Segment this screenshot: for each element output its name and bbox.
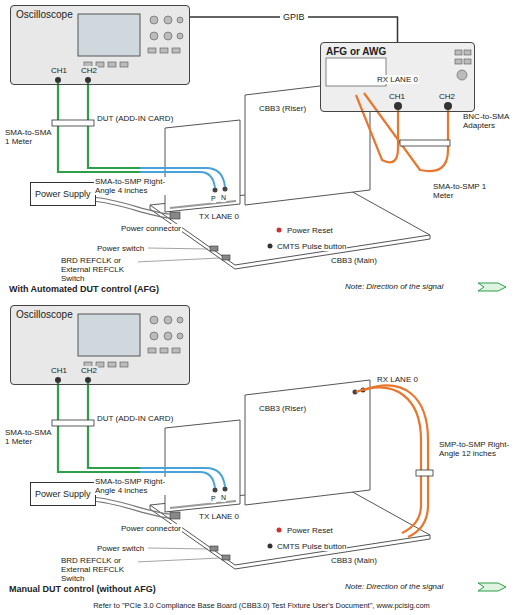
- part-label: CBB3 (Main): [330, 256, 378, 265]
- part-label: TX LANE 0: [198, 212, 240, 221]
- part-label: SMA-to-SMA 1 Meter: [4, 128, 56, 146]
- part-label: SMA-to-SMP 1 Meter: [432, 182, 506, 200]
- part-label: BRD REFCLK or External REFCLK Switch: [60, 556, 138, 583]
- node-text: Oscilloscope: [16, 309, 184, 320]
- part-label: CMTS Pulse button: [276, 242, 347, 251]
- note-text: Note: Direction of the signal: [344, 582, 444, 591]
- afg-buttons: [455, 50, 471, 80]
- part-label: CBB3 (Riser): [258, 404, 307, 413]
- part-label: BNC-to-SMA Adapters: [462, 112, 520, 130]
- part-label: RX LANE 0: [376, 75, 419, 84]
- power-supply-box: Power Supply: [30, 482, 96, 506]
- caption: Refer to "PCIe 3.0 Compliance Base Board…: [4, 601, 519, 610]
- panel-title: Manual DUT control (without AFG): [8, 584, 157, 594]
- part-label: Power Reset: [286, 526, 334, 535]
- part-label: SMA-to-SMP Right-Angle 4 inches: [94, 477, 186, 495]
- part-label: CH2: [438, 92, 456, 101]
- part-label: CH1: [50, 66, 68, 75]
- part-label: Power connector: [120, 524, 182, 533]
- panel-top: [10, 5, 506, 291]
- afg-connector: [394, 102, 402, 110]
- part-label: DUT (ADD-IN CARD): [96, 114, 174, 123]
- part-label: CBB3 (Main): [330, 556, 378, 565]
- part-label: BRD REFCLK or External REFCLK Switch: [60, 256, 138, 283]
- oscilloscope: Oscilloscope: [10, 5, 190, 85]
- part-label: CH2: [80, 66, 98, 75]
- part-label: RX LANE 0: [376, 375, 419, 384]
- afg-connector: [444, 102, 452, 110]
- part-label: P: [211, 495, 216, 503]
- smp-smp-cable: [356, 388, 421, 533]
- node-text: AFG or AWG: [326, 46, 469, 57]
- part-label: SMP-to-SMP Right-Angle 12 inches: [438, 440, 520, 458]
- panel-title: With Automated DUT control (AFG): [8, 284, 160, 294]
- node-text: Oscilloscope: [16, 9, 184, 20]
- afg-body: [320, 42, 475, 112]
- sma-smp-cable: [364, 93, 448, 171]
- part-label: SMA-to-SMA 1 Meter: [4, 428, 56, 446]
- panel-bottom: [10, 305, 506, 591]
- smp-smp-cable: [364, 386, 428, 537]
- power-supply-box: Power Supply: [30, 182, 96, 206]
- part-label: SMA-to-SMP Right-Angle 4 inches: [94, 177, 186, 195]
- cable-clamp: [400, 140, 450, 146]
- oscilloscope: Oscilloscope: [10, 305, 190, 385]
- part-label: Power switch: [96, 244, 145, 253]
- sma-smp-cable: [356, 95, 398, 162]
- part-label: N: [221, 194, 226, 202]
- part-label: Power switch: [96, 544, 145, 553]
- part-label: CH1: [388, 92, 406, 101]
- part-label: P: [211, 195, 216, 203]
- part-label: CBB3 (Riser): [258, 104, 307, 113]
- note-text: Note: Direction of the signal: [344, 282, 444, 291]
- part-label: CH2: [80, 366, 98, 375]
- part-label: N: [221, 494, 226, 502]
- node-text: Power Supply: [35, 489, 91, 499]
- edge-label: GPIB: [280, 12, 308, 22]
- node-text: Power Supply: [35, 189, 91, 199]
- part-label: CMTS Pulse button: [276, 542, 347, 551]
- part-label: DUT (ADD-IN CARD): [96, 414, 174, 423]
- part-label: CH1: [50, 366, 68, 375]
- cable-clamp: [416, 470, 433, 476]
- part-label: TX LANE 0: [198, 512, 240, 521]
- part-label: Power Reset: [286, 226, 334, 235]
- part-label: Power connector: [120, 224, 182, 233]
